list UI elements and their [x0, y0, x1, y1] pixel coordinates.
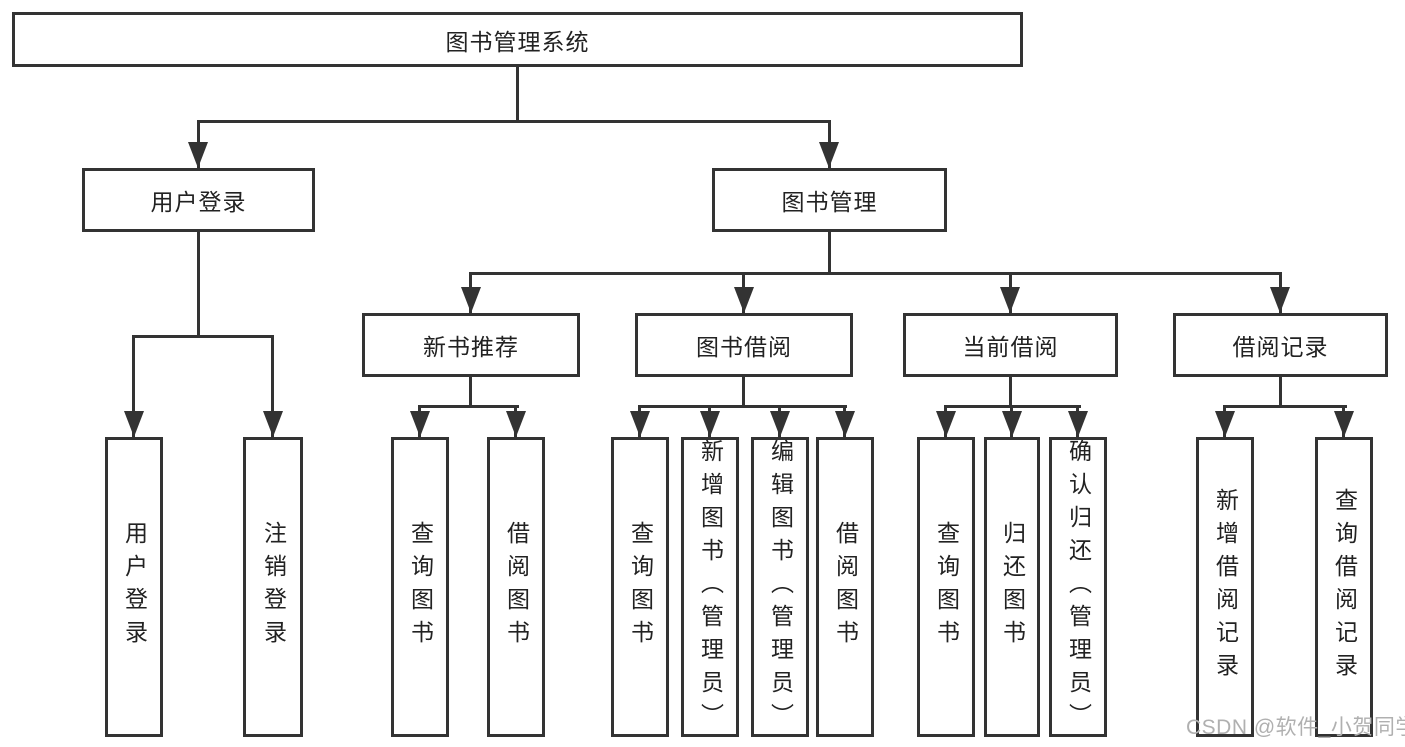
- connector-line: [132, 335, 135, 437]
- arrow-down: [936, 411, 956, 437]
- node-book-borrow-label: 图书借阅: [696, 334, 792, 360]
- node-borrow-record: 借阅记录: [1173, 313, 1388, 377]
- arrow-down: [700, 411, 720, 437]
- connector-line: [197, 120, 831, 123]
- arrow-down: [263, 411, 283, 437]
- arrow-down: [1215, 411, 1235, 437]
- arrow-down: [734, 287, 754, 313]
- node-current-borrow-label: 当前借阅: [962, 334, 1059, 360]
- connector-line: [742, 377, 745, 405]
- node-root-label: 图书管理系统: [445, 28, 590, 55]
- node-add-book-label: 新增图书（管理员）: [697, 438, 724, 736]
- watermark: CSDN @软件_小贺同学: [1186, 716, 1405, 739]
- node-query-borrow-record: 查询借阅记录: [1315, 437, 1373, 737]
- arrow-down: [410, 411, 430, 437]
- arrow-down: [124, 411, 144, 437]
- node-add-book: 新增图书（管理员）: [681, 437, 739, 737]
- connector-line: [469, 377, 472, 405]
- node-return-book: 归还图书: [984, 437, 1040, 737]
- arrow-down: [835, 411, 855, 437]
- node-borrow-record-label: 借阅记录: [1232, 334, 1329, 360]
- node-book-mgmt-label: 图书管理: [781, 189, 878, 215]
- node-query-book-3: 查询图书: [917, 437, 975, 737]
- node-current-borrow: 当前借阅: [903, 313, 1118, 377]
- connector-line: [419, 405, 519, 408]
- connector-line: [197, 232, 200, 335]
- node-edit-book-label: 编辑图书（管理员）: [767, 438, 794, 736]
- node-query-book-2: 查询图书: [611, 437, 669, 737]
- node-book-borrow: 图书借阅: [635, 313, 853, 377]
- arrow-down: [630, 411, 650, 437]
- node-query-book-3-label: 查询图书: [933, 521, 960, 653]
- node-borrow-book-1-label: 借阅图书: [503, 521, 530, 653]
- node-user-login-leaf: 用户登录: [105, 437, 163, 737]
- node-new-book-rec-label: 新书推荐: [423, 334, 519, 360]
- node-confirm-return: 确认归还（管理员）: [1049, 437, 1107, 737]
- connector-line: [828, 232, 831, 272]
- arrow-down: [1002, 411, 1022, 437]
- node-query-book-1-label: 查询图书: [407, 521, 434, 653]
- arrow-down: [1334, 411, 1354, 437]
- node-user-login-label: 用户登录: [150, 189, 247, 215]
- arrow-down: [461, 287, 481, 313]
- arrow-down: [770, 411, 790, 437]
- node-add-borrow-record-label: 新增借阅记录: [1212, 488, 1239, 686]
- node-borrow-book-1: 借阅图书: [487, 437, 545, 737]
- connector-line: [470, 272, 1282, 275]
- node-book-mgmt: 图书管理: [712, 168, 947, 232]
- node-query-book-2-label: 查询图书: [627, 521, 654, 653]
- node-user-login: 用户登录: [82, 168, 315, 232]
- connector-line: [1279, 377, 1282, 405]
- node-logout: 注销登录: [243, 437, 303, 737]
- connector-line: [639, 405, 847, 408]
- node-return-book-label: 归还图书: [999, 521, 1026, 653]
- node-borrow-book-2-label: 借阅图书: [832, 521, 859, 653]
- connector-line: [271, 335, 274, 437]
- connector-line: [133, 335, 274, 338]
- node-edit-book: 编辑图书（管理员）: [751, 437, 809, 737]
- arrow-down: [188, 142, 208, 168]
- node-borrow-book-2: 借阅图书: [816, 437, 874, 737]
- node-root: 图书管理系统: [12, 12, 1023, 67]
- connector-line: [516, 67, 519, 120]
- arrow-down: [819, 142, 839, 168]
- node-logout-label: 注销登录: [260, 521, 287, 653]
- node-add-borrow-record: 新增借阅记录: [1196, 437, 1254, 737]
- arrow-down: [1270, 287, 1290, 313]
- arrow-down: [1068, 411, 1088, 437]
- node-new-book-rec: 新书推荐: [362, 313, 580, 377]
- node-query-book-1: 查询图书: [391, 437, 449, 737]
- connector-line: [1009, 377, 1012, 405]
- node-query-borrow-record-label: 查询借阅记录: [1331, 488, 1358, 686]
- connector-line: [1223, 405, 1347, 408]
- node-confirm-return-label: 确认归还（管理员）: [1065, 438, 1092, 736]
- arrow-down: [1000, 287, 1020, 313]
- node-user-login-leaf-label: 用户登录: [121, 521, 148, 653]
- arrow-down: [506, 411, 526, 437]
